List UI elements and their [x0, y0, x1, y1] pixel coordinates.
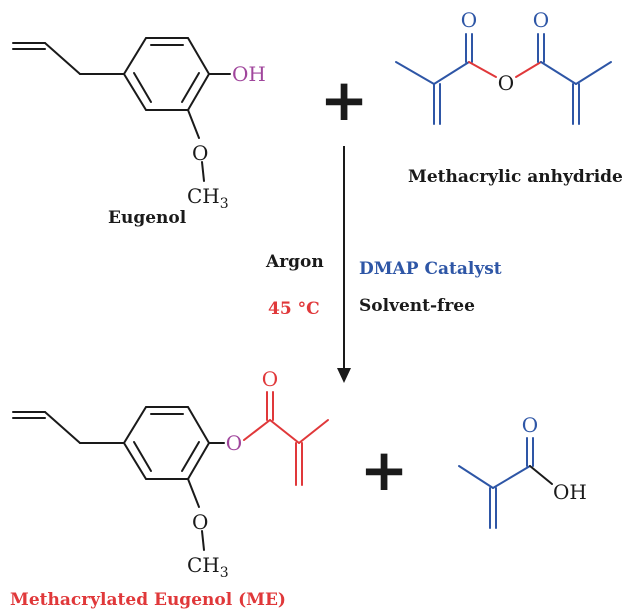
me-ester-o: O [226, 431, 242, 455]
eugenol-methyl-label: CH3 [187, 184, 229, 212]
acid-carbonyl-o: O [522, 413, 538, 437]
me-methyl-label: CH3 [187, 553, 229, 581]
acid-oh-label: OH [553, 480, 587, 504]
me-structure [12, 391, 329, 551]
eugenol-methoxy-o-label: O [192, 141, 208, 165]
anhydride-bridge-o: O [498, 71, 514, 95]
eugenol-name: Eugenol [108, 208, 187, 228]
eugenol-structure [12, 37, 231, 182]
eugenol-oh-label: OH [232, 62, 266, 86]
reactant-plus-sign: + [320, 66, 369, 134]
product-plus-sign: + [360, 436, 409, 504]
me-methoxy-o-label: O [192, 510, 208, 534]
reaction-arrow [337, 146, 351, 383]
condition-temperature: 45 °C [268, 299, 320, 319]
anhydride-name: Methacrylic anhydride [408, 167, 623, 187]
condition-atmosphere: Argon [265, 252, 324, 272]
anhydride-carbonyl-o-right: O [533, 8, 549, 32]
me-carbonyl-o: O [262, 367, 278, 391]
anhydride-structure [395, 33, 612, 125]
condition-solvent: Solvent-free [359, 296, 475, 316]
acid-structure [458, 437, 553, 529]
condition-catalyst: DMAP Catalyst [359, 259, 502, 279]
anhydride-carbonyl-o-left: O [461, 8, 477, 32]
me-name: Methacrylated Eugenol (ME) [10, 590, 286, 610]
